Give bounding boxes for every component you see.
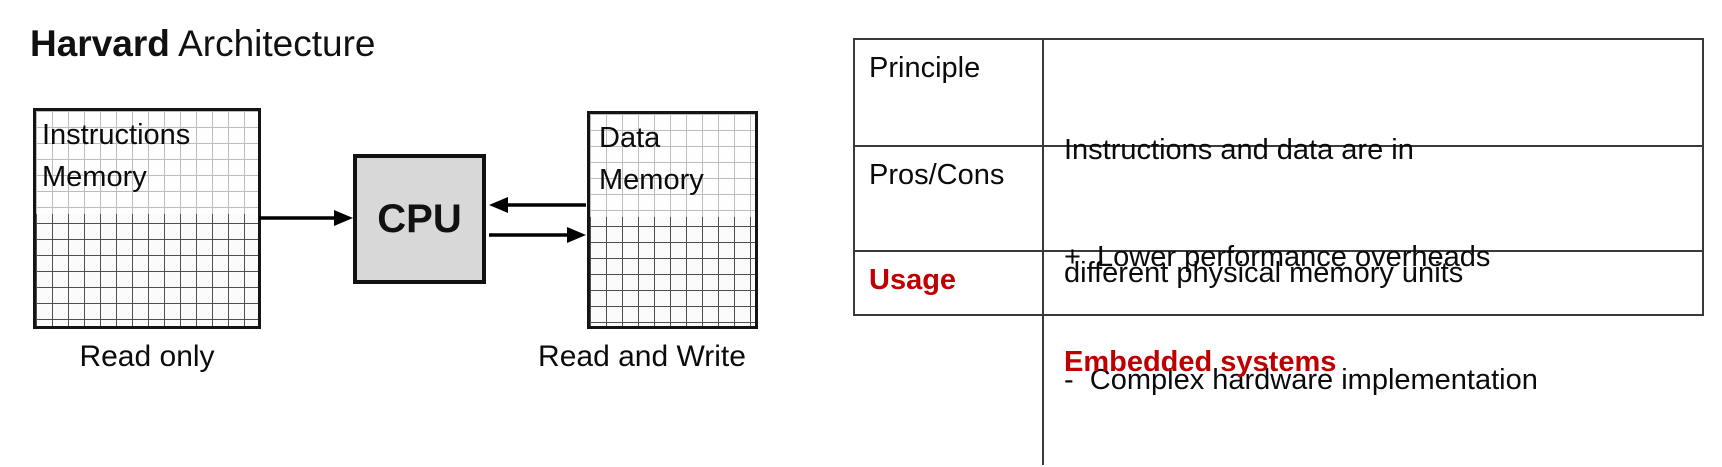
page-title-rest: Architecture (169, 23, 376, 64)
arrow-cpu-to-data (489, 227, 586, 243)
table-header-pros-cons: Pros/Cons (855, 147, 1044, 252)
architecture-properties-table: Principle Instructions and data are in d… (853, 38, 1704, 465)
instructions-memory-label-line1: Instructions (42, 119, 191, 151)
cpu-label: CPU (377, 196, 462, 241)
table-value-usage: Embedded systems (1044, 252, 1702, 465)
pros-line: + Lower performance overheads (1064, 241, 1491, 273)
page-title-bold: Harvard (30, 23, 170, 64)
page-title: Harvard Architecture (30, 23, 376, 65)
data-memory-label-line1: Data (599, 122, 661, 154)
principle-line-1: Instructions and data are in (1064, 134, 1414, 166)
cons-line: - Complex hardware implementation (1064, 364, 1538, 396)
table-header-usage: Usage (855, 252, 1044, 465)
instructions-memory-label-backdrop (36, 111, 258, 214)
instructions-memory-caption: Read only (79, 340, 215, 373)
table-value-principle: Instructions and data are in different p… (1044, 40, 1702, 289)
data-memory-block: Data Memory (587, 111, 758, 329)
data-memory-label-backdrop (590, 114, 755, 217)
arrow-data-to-cpu (489, 197, 586, 213)
data-memory-label-line2: Memory (599, 164, 704, 196)
instructions-memory-label-line2: Memory (42, 161, 147, 193)
cpu-box: CPU (353, 154, 486, 284)
table-value-pros-cons: + Lower performance overheads - Complex … (1044, 147, 1702, 396)
data-memory-caption: Read and Write (538, 340, 746, 373)
arrow-instructions-to-cpu (259, 210, 353, 226)
usage-line: Embedded systems (1064, 346, 1337, 378)
data-memory-label: Data Memory (599, 117, 704, 201)
table-header-principle: Principle (855, 40, 1044, 147)
principle-line-2: different physical memory units (1064, 257, 1464, 289)
instructions-memory-block: Instructions Memory (33, 108, 261, 329)
instructions-memory-label: Instructions Memory (42, 114, 190, 198)
